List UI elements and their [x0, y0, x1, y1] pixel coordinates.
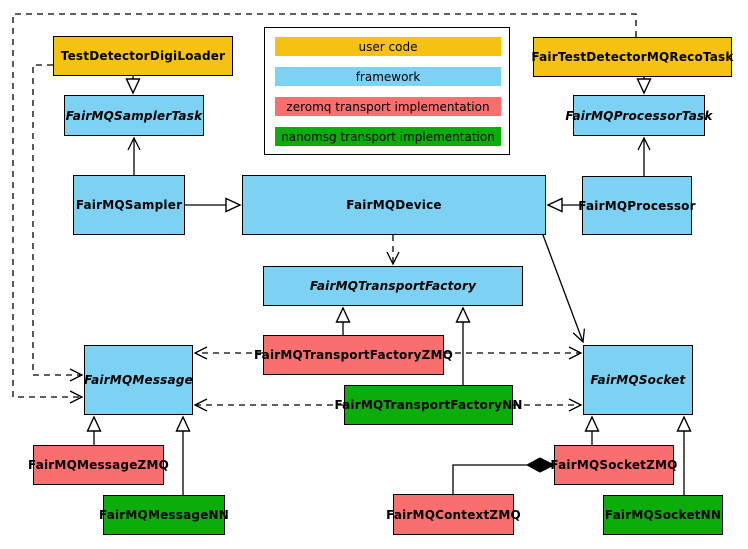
legend-item-nanomsg: nanomsg transport implementation: [275, 127, 501, 146]
node-test-detector-digi-loader: TestDetectorDigiLoader: [53, 36, 233, 76]
node-fair-test-detector-mq-reco-task: FairTestDetectorMQRecoTask: [531, 37, 733, 77]
node-fair-mq-processor-task: FairMQProcessorTask: [565, 95, 712, 136]
node-fair-mq-socket-zmq: FairMQSocketZMQ: [550, 445, 677, 485]
edge-dependency-fair-test-detector-mq-reco-task-to-fair-mq-message: [12, 13, 637, 404]
node-fair-mq-device: FairMQDevice: [242, 175, 546, 235]
node-fair-mq-sampler-task: FairMQSamplerTask: [64, 95, 204, 136]
node-fair-mq-transport-factory: FairMQTransportFactory: [263, 266, 523, 306]
node-fair-mq-message: FairMQMessage: [84, 345, 193, 415]
node-fair-mq-socket: FairMQSocket: [583, 345, 693, 415]
node-fair-mq-socket-nn: FairMQSocketNN: [603, 495, 723, 535]
node-fair-mq-sampler: FairMQSampler: [73, 175, 185, 235]
edge-dependency-test-detector-digi-loader-to-fair-mq-message: [32, 64, 84, 382]
node-fair-mq-processor: FairMQProcessor: [578, 176, 696, 235]
edge-association-fair-mq-device-to-fair-mq-socket: [542, 234, 586, 344]
node-fair-mq-message-nn: FairMQMessageNN: [99, 495, 229, 535]
legend-item-zeromq: zeromq transport implementation: [275, 97, 501, 116]
node-fair-mq-message-zmq: FairMQMessageZMQ: [28, 445, 169, 485]
legend: user code framework zeromq transport imple…: [264, 27, 510, 155]
node-fair-mq-transport-factory-nn: FairMQTransportFactoryNN: [334, 385, 522, 425]
node-fair-mq-transport-factory-zmq: FairMQTransportFactoryZMQ: [254, 335, 453, 375]
node-fair-mq-context-zmq: FairMQContextZMQ: [386, 494, 521, 535]
legend-item-framework: framework: [275, 67, 501, 86]
legend-item-user_code: user code: [275, 37, 501, 56]
edge-composition-fair-mq-context-zmq-to-fair-mq-socket-zmq: [452, 464, 527, 494]
